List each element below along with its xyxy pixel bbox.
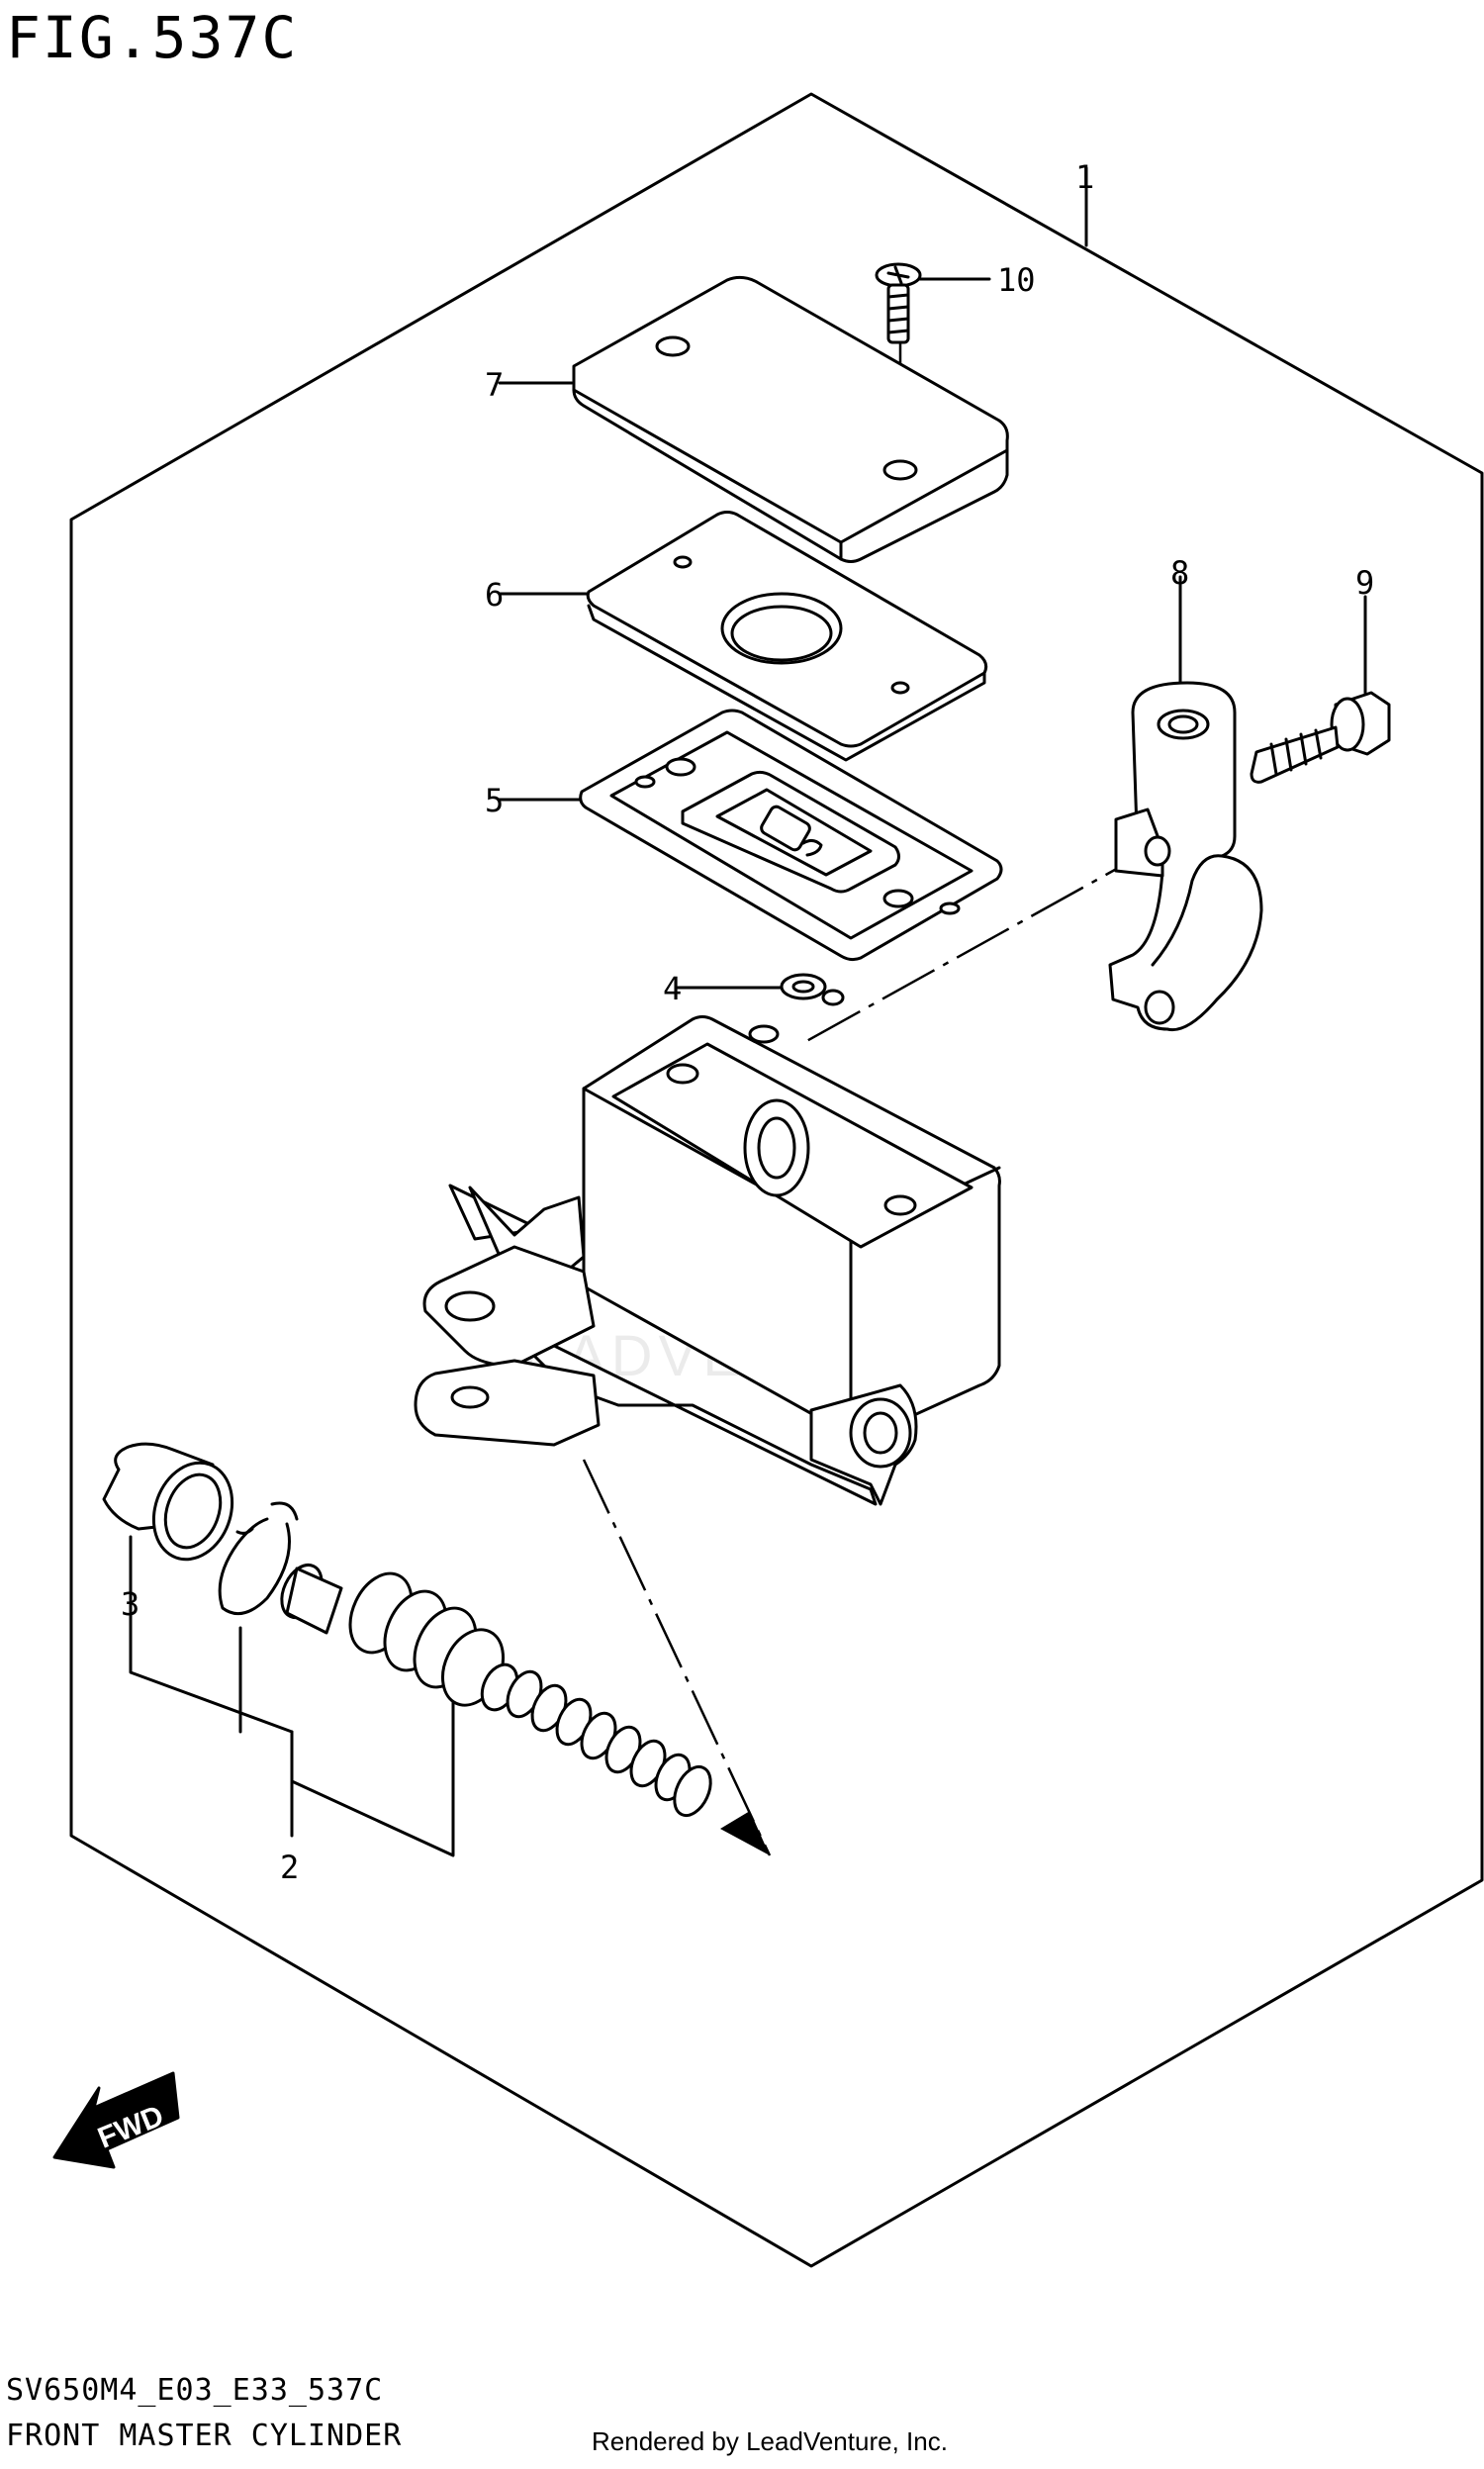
spring xyxy=(506,1669,712,1818)
callout-6: 6 xyxy=(485,576,504,614)
master-cylinder-body xyxy=(414,1015,1001,1506)
callout-3: 3 xyxy=(121,1585,139,1623)
credit-text: Rendered by LeadVenture, Inc. xyxy=(592,2426,948,2456)
model-code: SV650M4_E03_E33_537C xyxy=(6,2373,384,2408)
alignment-arrowhead xyxy=(720,1811,770,1855)
part-8-clamp xyxy=(1108,681,1263,1032)
fwd-arrow-icon: FWD xyxy=(52,2071,180,2169)
callout-7: 7 xyxy=(485,366,504,404)
callout-labels: 1 2 3 4 5 6 7 8 9 10 xyxy=(121,158,1374,1886)
figure-name: FRONT MASTER CYLINDER xyxy=(6,2419,403,2453)
part-4-ring xyxy=(780,973,845,1006)
part-6-diaphragm xyxy=(586,511,988,762)
part-2-piston-assembly xyxy=(280,1564,712,1818)
part-10-screw xyxy=(875,262,922,344)
callout-1: 1 xyxy=(1075,158,1094,196)
part-9-bolt xyxy=(1250,691,1391,784)
assembly-outline xyxy=(69,92,1484,2268)
callout-4: 4 xyxy=(663,970,682,1007)
part-5-plate xyxy=(579,709,1003,962)
leader-lines xyxy=(129,166,1367,1857)
callout-9: 9 xyxy=(1355,564,1374,602)
part-7-reservoir-cap xyxy=(572,275,1009,563)
figure-title: FIG.537C xyxy=(6,4,299,71)
callout-2: 2 xyxy=(280,1849,299,1886)
part-2-circlip xyxy=(218,1501,299,1616)
callout-8: 8 xyxy=(1170,554,1189,592)
callout-5: 5 xyxy=(485,782,504,819)
part-3-boot xyxy=(102,1442,234,1562)
callout-10: 10 xyxy=(997,261,1036,299)
